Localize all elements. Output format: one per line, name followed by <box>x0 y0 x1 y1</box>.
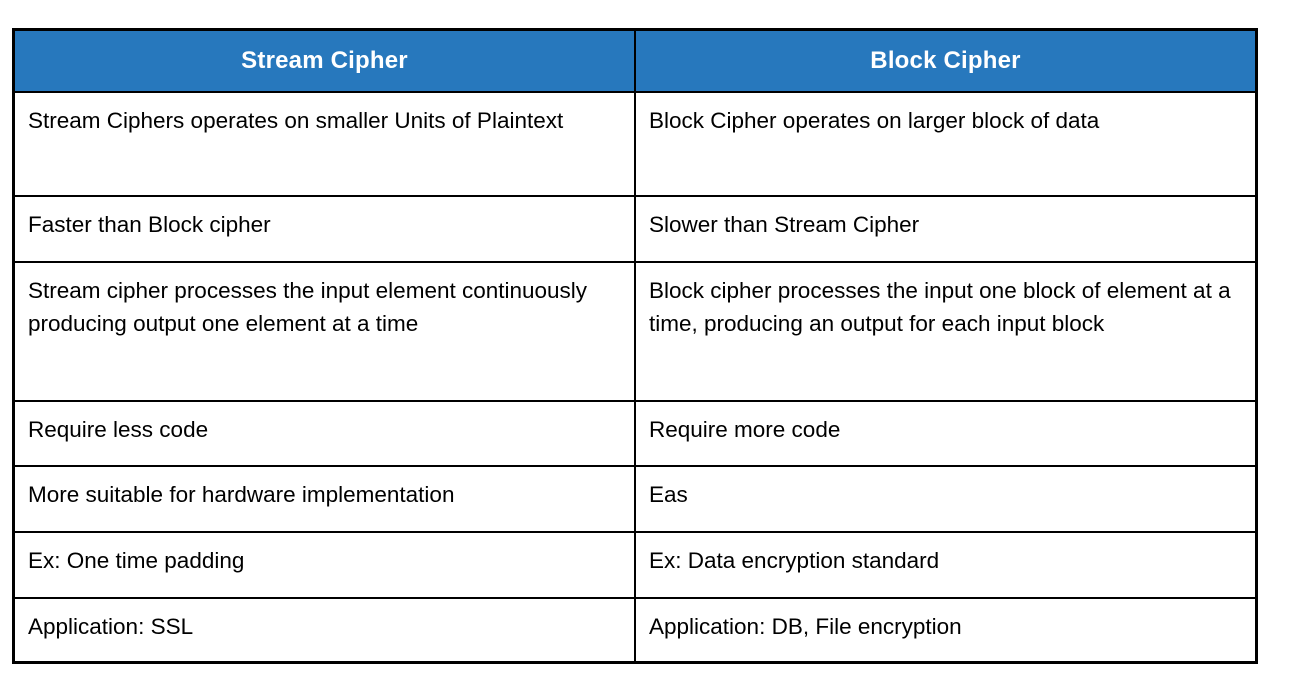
table-header: Stream Cipher Block Cipher <box>12 28 1258 93</box>
cell-block-code: Require more code <box>634 399 1258 467</box>
cell-block-example: Ex: Data encryption standard <box>634 530 1258 599</box>
cell-block-speed: Slower than Stream Cipher <box>634 194 1258 263</box>
cell-stream-application: Application: SSL <box>12 596 636 664</box>
cipher-comparison-table: Stream Cipher Block Cipher Stream Cipher… <box>12 28 1258 664</box>
table-row: Stream Ciphers operates on smaller Units… <box>12 90 1258 197</box>
table-row: Stream cipher processes the input elemen… <box>12 260 1258 402</box>
cell-block-processing: Block cipher processes the input one blo… <box>634 260 1258 402</box>
cell-stream-processing: Stream cipher processes the input elemen… <box>12 260 636 402</box>
header-cell-block-cipher: Block Cipher <box>634 28 1258 93</box>
table-row: Faster than Block cipher Slower than Str… <box>12 194 1258 263</box>
header-row: Stream Cipher Block Cipher <box>12 28 1258 93</box>
cell-stream-code: Require less code <box>12 399 636 467</box>
cell-stream-example: Ex: One time padding <box>12 530 636 599</box>
table-row: Require less code Require more code <box>12 399 1258 467</box>
table-row: More suitable for hardware implementatio… <box>12 464 1258 533</box>
cell-stream-speed: Faster than Block cipher <box>12 194 636 263</box>
table-body: Stream Ciphers operates on smaller Units… <box>12 90 1258 664</box>
cell-stream-units: Stream Ciphers operates on smaller Units… <box>12 90 636 197</box>
cell-block-application: Application: DB, File encryption <box>634 596 1258 664</box>
table-row: Ex: One time padding Ex: Data encryption… <box>12 530 1258 599</box>
cell-block-units: Block Cipher operates on larger block of… <box>634 90 1258 197</box>
cell-block-hardware: Eas <box>634 464 1258 533</box>
header-cell-stream-cipher: Stream Cipher <box>12 28 636 93</box>
cell-stream-hardware: More suitable for hardware implementatio… <box>12 464 636 533</box>
table-row: Application: SSL Application: DB, File e… <box>12 596 1258 664</box>
